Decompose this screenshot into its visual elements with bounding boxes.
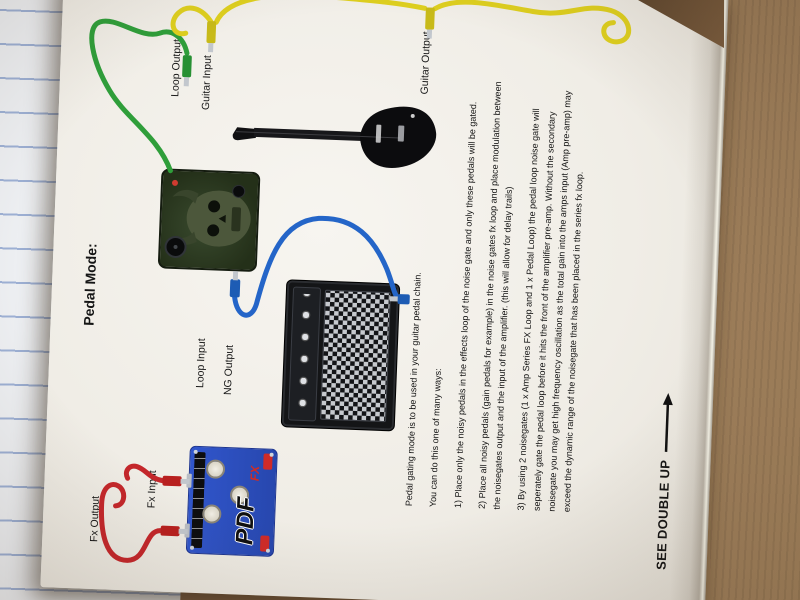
green-jack-plug [182, 55, 192, 87]
green-patch-cable [89, 18, 190, 174]
cardboard-surface [710, 0, 800, 600]
yellow-instrument-cable [170, 0, 632, 45]
cable-diagram [89, 0, 632, 563]
blue-patch-cable [232, 215, 401, 318]
yellow-jack-plug [206, 7, 435, 53]
instruction-sheet: Pedal Mode: Fx Output Fx Input Loop Inpu… [40, 0, 729, 600]
noise-gate-pedal-image [157, 168, 261, 273]
skull-artwork [164, 179, 251, 258]
blue-jack-plug [229, 271, 410, 305]
red-patch-cable [98, 463, 166, 563]
see-double-up-note: SEE DOUBLE UP [654, 392, 676, 570]
long-right-arrow-icon [662, 392, 673, 452]
page-content: Pedal Mode: Fx Output Fx Input Loop Inpu… [43, 0, 726, 600]
red-jack-plug [160, 475, 190, 537]
guitar-image [232, 106, 437, 169]
